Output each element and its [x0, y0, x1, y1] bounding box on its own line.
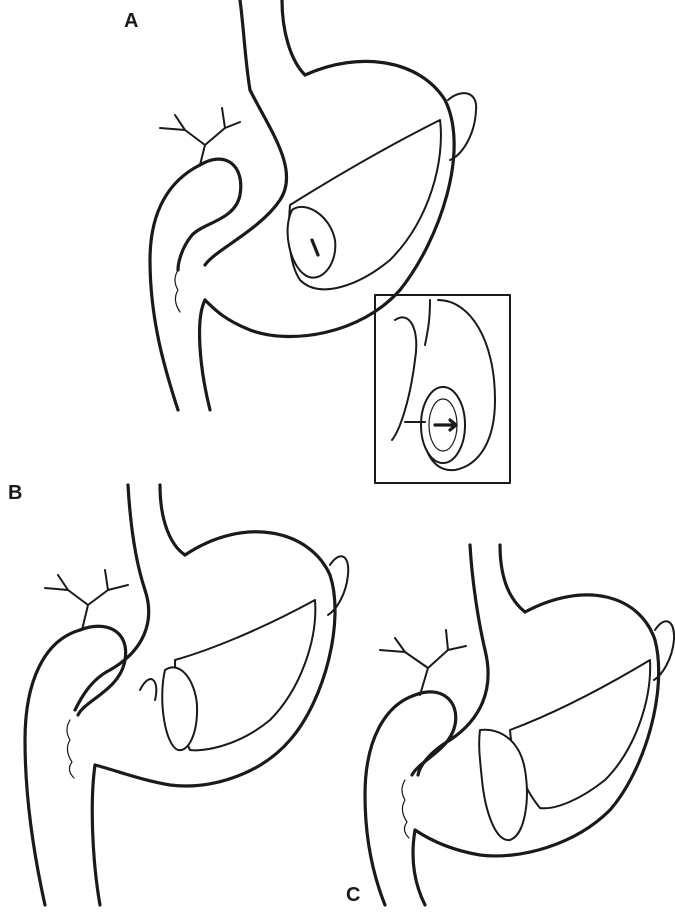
panel-label-c: C	[346, 884, 360, 907]
panel-b-jejunum	[25, 630, 80, 905]
panel-c-jejunum	[365, 695, 415, 905]
panel-b-spleen	[328, 556, 348, 615]
panel-b-drawing	[25, 485, 348, 905]
panel-c-drawing	[365, 545, 674, 905]
panel-c-vessel	[380, 630, 466, 695]
panel-c-esophagus	[470, 545, 485, 650]
panel-a-drawing	[150, 0, 476, 410]
panel-a-esophagus	[240, 0, 250, 90]
panel-c-pancreas	[510, 660, 650, 808]
panel-b-vessel	[45, 570, 128, 630]
panel-a-lesser-curvature	[205, 90, 287, 265]
panel-a-duodenum	[150, 165, 200, 410]
panel-label-a: A	[124, 10, 138, 33]
panel-a-inset	[375, 295, 510, 483]
panel-b-pancreatic-stump	[162, 667, 197, 750]
panel-c-stomach	[415, 595, 659, 856]
panel-label-b: B	[8, 482, 22, 505]
panel-b-esophagus	[128, 485, 145, 590]
panel-a-esophagus-right	[282, 0, 305, 75]
panel-a-vessel	[160, 108, 240, 165]
panel-c-anastomosis	[479, 730, 527, 840]
